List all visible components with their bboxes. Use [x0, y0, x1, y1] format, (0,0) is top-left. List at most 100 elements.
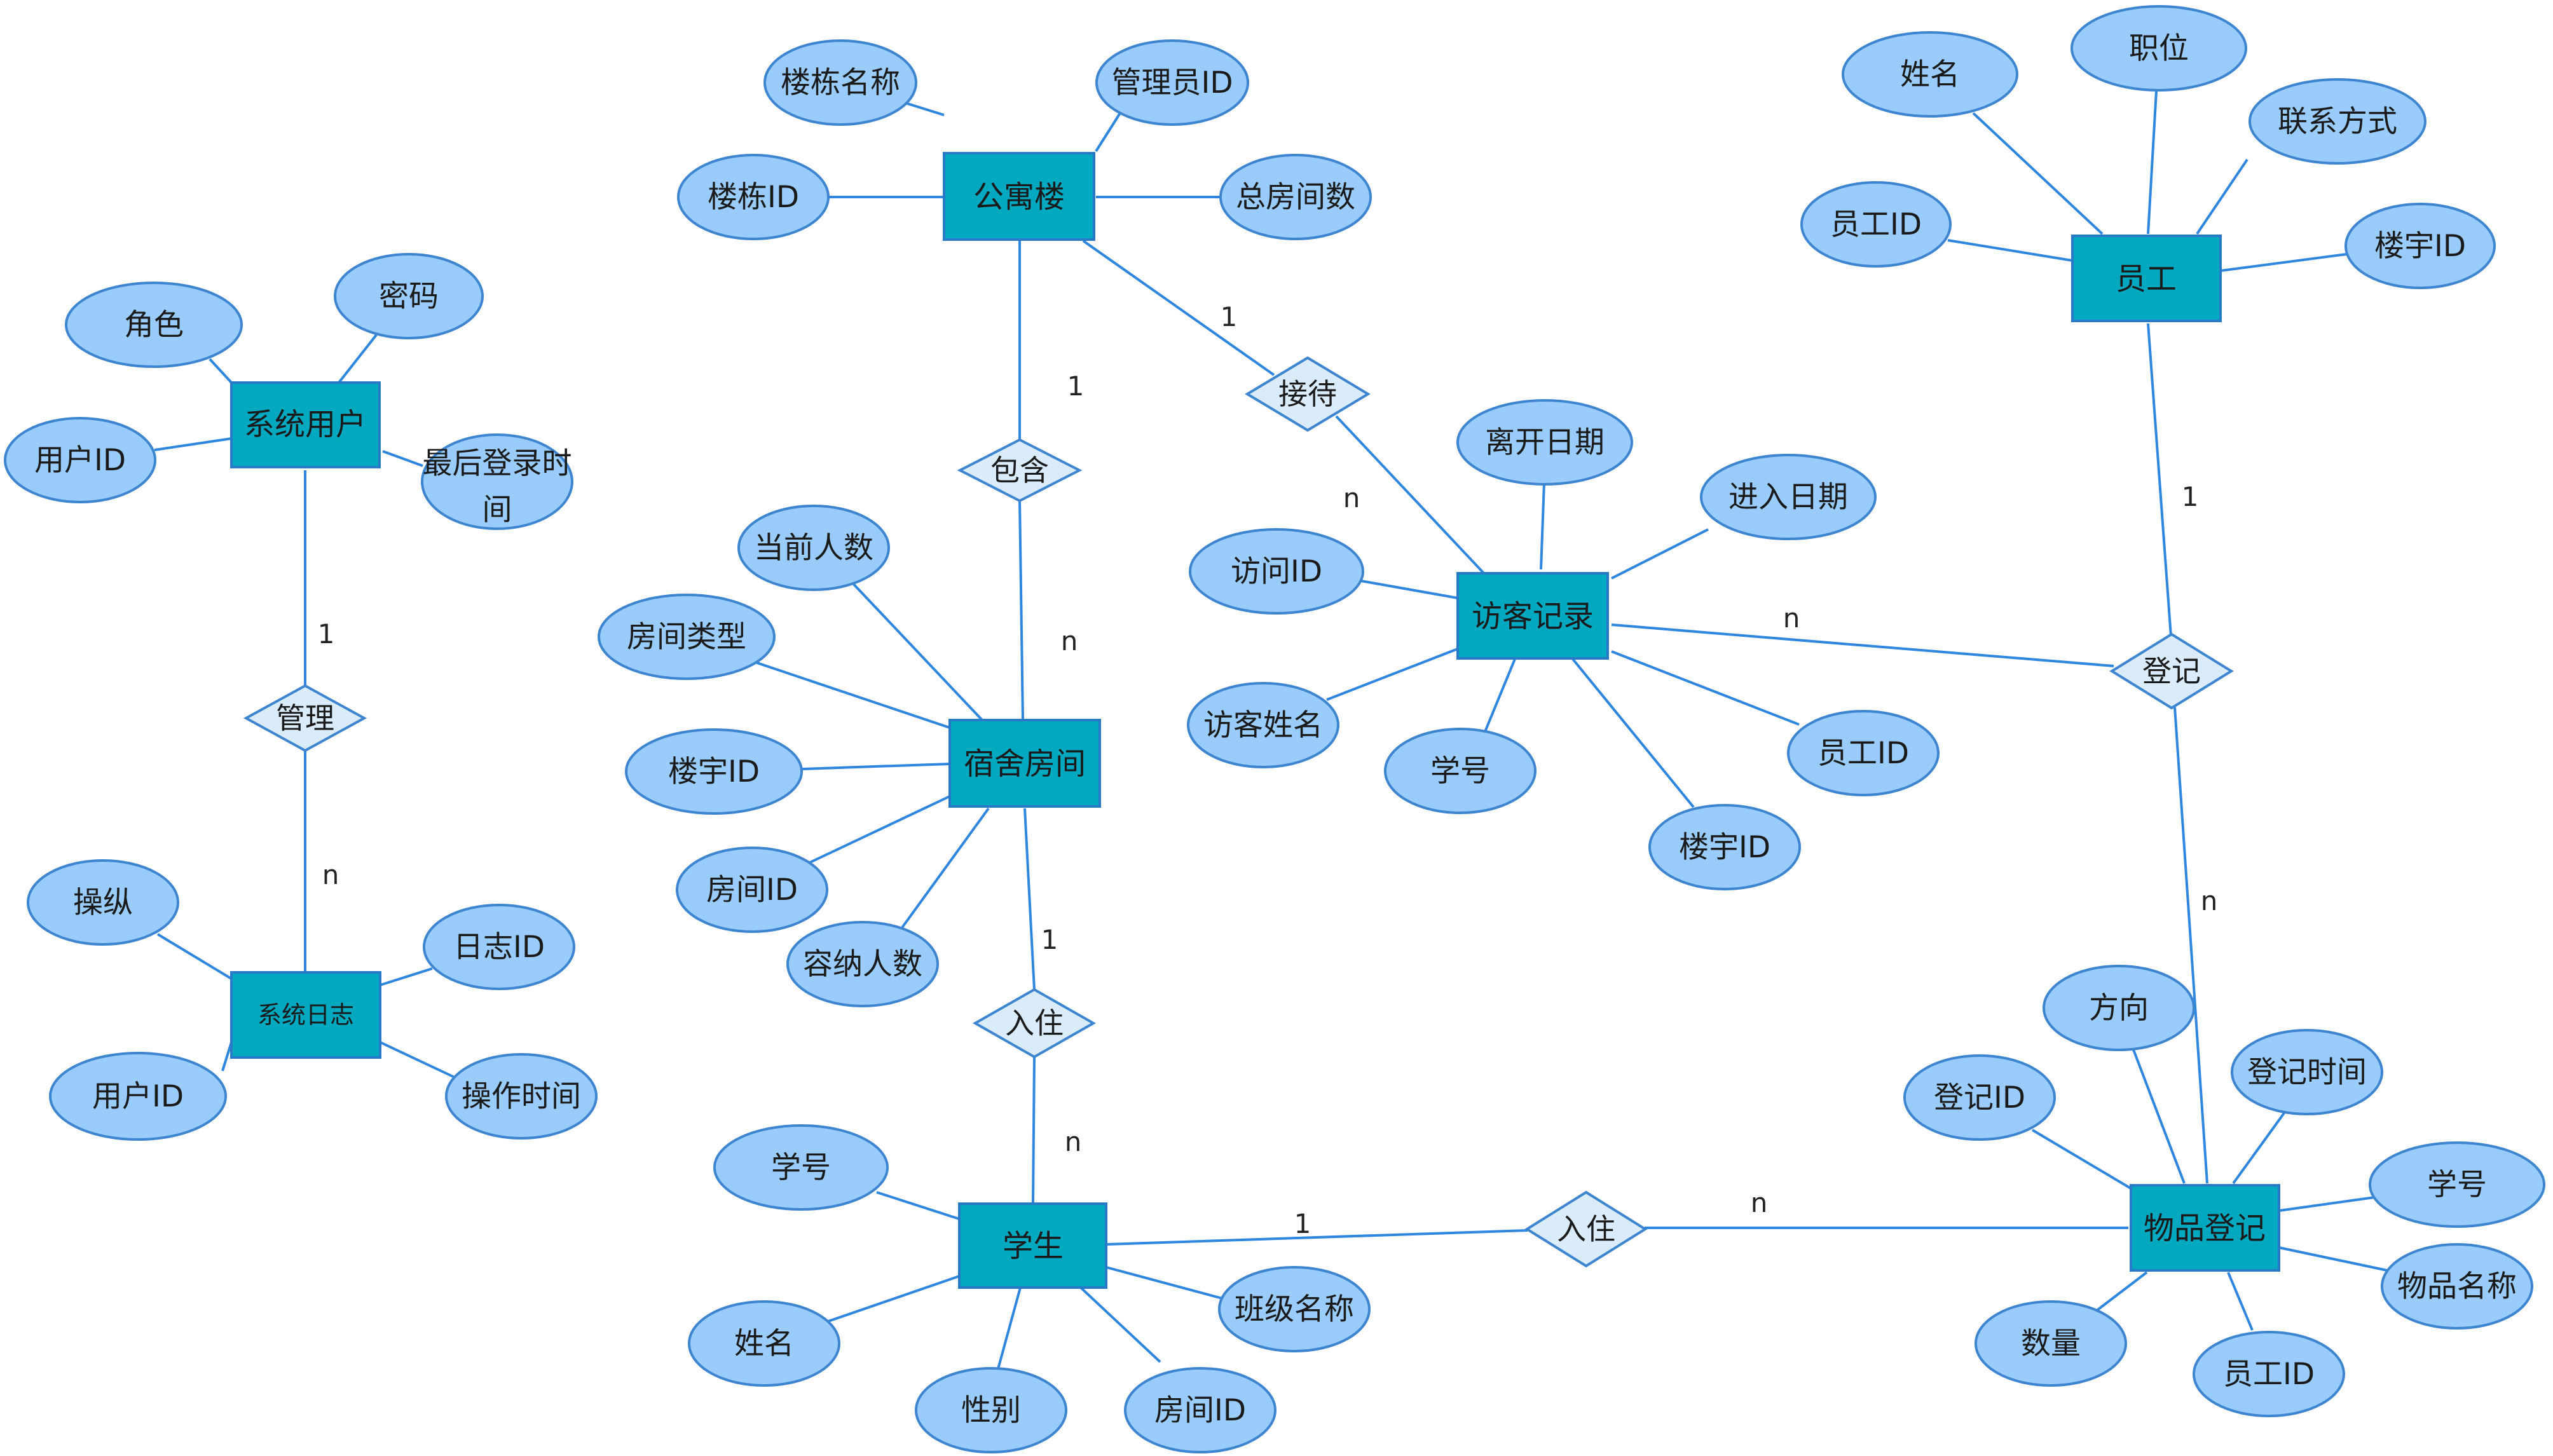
entity-employee: 员工: [2071, 235, 2222, 322]
attr-quantity: 数量: [1975, 1300, 2127, 1387]
svg-text:离开日期: 离开日期: [1485, 425, 1605, 460]
cardinality-label: n: [1751, 1187, 1768, 1218]
attr-item-student-id: 学号: [2369, 1141, 2545, 1228]
attr-registration-id: 登记ID: [1903, 1054, 2056, 1141]
svg-text:物品名称: 物品名称: [2397, 1269, 2517, 1304]
attr-employee-building-id: 楼宇ID: [2344, 203, 2496, 289]
attr-leave-date: 离开日期: [1456, 399, 1633, 486]
svg-text:楼栋ID: 楼栋ID: [708, 180, 799, 215]
attr-visitor-building-id: 楼宇ID: [1648, 804, 1801, 890]
svg-text:联系方式: 联系方式: [2278, 104, 2397, 139]
relationship-label: 包含: [990, 453, 1049, 487]
cardinality-label: n: [1065, 1126, 1082, 1157]
attr-visitor-employee-id: 员工ID: [1787, 710, 1940, 796]
attr-password: 密码: [334, 253, 484, 339]
attr-position: 职位: [2070, 5, 2247, 92]
svg-text:日志ID: 日志ID: [453, 930, 545, 965]
svg-text:最后登录时: 最后登录时: [423, 446, 572, 481]
svg-text:操纵: 操纵: [73, 885, 133, 920]
relationship-label: 接待: [1278, 377, 1337, 411]
svg-text:班级名称: 班级名称: [1235, 1292, 1354, 1327]
svg-text:容纳人数: 容纳人数: [803, 947, 922, 982]
svg-text:姓名: 姓名: [1900, 57, 1960, 92]
attr-item-name: 物品名称: [2381, 1243, 2533, 1330]
svg-text:当前人数: 当前人数: [754, 531, 873, 566]
svg-text:楼宇ID: 楼宇ID: [668, 754, 760, 789]
entity-system-log: 系统日志: [230, 971, 381, 1059]
attr-enter-date: 进入日期: [1700, 454, 1877, 540]
cardinality-label: 1: [1221, 301, 1238, 332]
attr-room-type: 房间类型: [598, 594, 776, 680]
attr-admin-id: 管理员ID: [1095, 39, 1249, 126]
svg-text:性别: 性别: [961, 1393, 1021, 1428]
svg-text:姓名: 姓名: [734, 1326, 794, 1361]
relationship-label: 入住: [1557, 1212, 1615, 1246]
svg-text:登记时间: 登记时间: [2247, 1055, 2367, 1090]
attr-operate-time: 操作时间: [445, 1053, 598, 1140]
entity-item-registration: 物品登记: [2130, 1184, 2280, 1272]
cardinality-label: n: [322, 859, 339, 890]
attr-visit-id: 访问ID: [1189, 528, 1364, 615]
svg-text:学号: 学号: [771, 1150, 831, 1185]
attr-operate: 操纵: [27, 859, 179, 946]
cardinality-label: n: [1343, 482, 1360, 514]
svg-text:间: 间: [483, 493, 512, 527]
attr-room-id: 房间ID: [676, 847, 828, 933]
relationship-manage: 管理: [243, 684, 367, 752]
svg-text:进入日期: 进入日期: [1728, 480, 1848, 515]
relationship-receive: 接待: [1245, 356, 1371, 432]
attr-current-count: 当前人数: [737, 505, 890, 591]
relationship-label: 入住: [1005, 1006, 1064, 1040]
cardinality-label: 1: [2182, 481, 2199, 512]
cardinality-label: n: [1783, 602, 1800, 634]
attr-registration-time: 登记时间: [2231, 1029, 2383, 1115]
attr-user-id: 用户ID: [4, 417, 156, 503]
entity-label: 系统用户: [244, 407, 366, 442]
svg-text:房间ID: 房间ID: [1154, 1393, 1246, 1428]
attr-role: 角色: [65, 282, 243, 368]
attr-item-employee-id: 员工ID: [2193, 1331, 2345, 1417]
svg-text:密码: 密码: [379, 279, 439, 314]
svg-text:登记ID: 登记ID: [1934, 1080, 2025, 1115]
svg-text:操作时间: 操作时间: [462, 1079, 581, 1114]
attr-student-room-id: 房间ID: [1124, 1367, 1276, 1453]
attr-visitor-name: 访客姓名: [1187, 682, 1339, 768]
svg-text:数量: 数量: [2021, 1326, 2081, 1361]
relationship-register: 登记: [2109, 632, 2234, 710]
relationship-check-in-item: 入住: [1524, 1190, 1648, 1268]
attr-capacity: 容纳人数: [786, 921, 939, 1007]
entity-room: 宿舍房间: [948, 719, 1101, 808]
entity-student: 学生: [958, 1202, 1107, 1289]
svg-text:职位: 职位: [2129, 31, 2189, 66]
svg-text:总房间数: 总房间数: [1236, 180, 1355, 215]
svg-text:用户ID: 用户ID: [34, 443, 126, 478]
attr-contact: 联系方式: [2248, 78, 2426, 165]
attr-building-name: 楼栋名称: [763, 39, 917, 126]
svg-text:员工ID: 员工ID: [1830, 207, 1922, 242]
cardinality-label: 1: [1067, 371, 1085, 402]
entity-apartment: 公寓楼: [943, 152, 1095, 241]
attr-student-id: 学号: [713, 1124, 889, 1211]
cardinality-label: n: [1061, 625, 1078, 657]
svg-text:角色: 角色: [124, 308, 184, 343]
entity-label: 物品登记: [2144, 1211, 2266, 1246]
attr-student-name: 姓名: [688, 1300, 840, 1387]
svg-text:访客姓名: 访客姓名: [1203, 708, 1323, 743]
cardinality-label: 1: [1294, 1208, 1311, 1239]
svg-text:员工ID: 员工ID: [2223, 1357, 2315, 1392]
entity-label: 员工: [2116, 261, 2177, 297]
attr-employee-id: 员工ID: [1800, 181, 1952, 268]
attr-gender: 性别: [915, 1367, 1067, 1453]
attr-employee-name: 姓名: [1842, 31, 2018, 118]
svg-text:楼宇ID: 楼宇ID: [2374, 229, 2466, 264]
cardinality-label: 1: [1041, 924, 1058, 955]
svg-text:楼栋名称: 楼栋名称: [781, 65, 900, 100]
connector-lines: [154, 81, 2391, 1370]
entity-label: 访客记录: [1472, 599, 1594, 634]
svg-text:方向: 方向: [2089, 991, 2149, 1026]
entity-visitor-record: 访客记录: [1456, 572, 1609, 660]
svg-text:员工ID: 员工ID: [1817, 736, 1909, 771]
cardinality-label: n: [2201, 885, 2218, 916]
relationship-check-in-room: 入住: [972, 988, 1097, 1059]
